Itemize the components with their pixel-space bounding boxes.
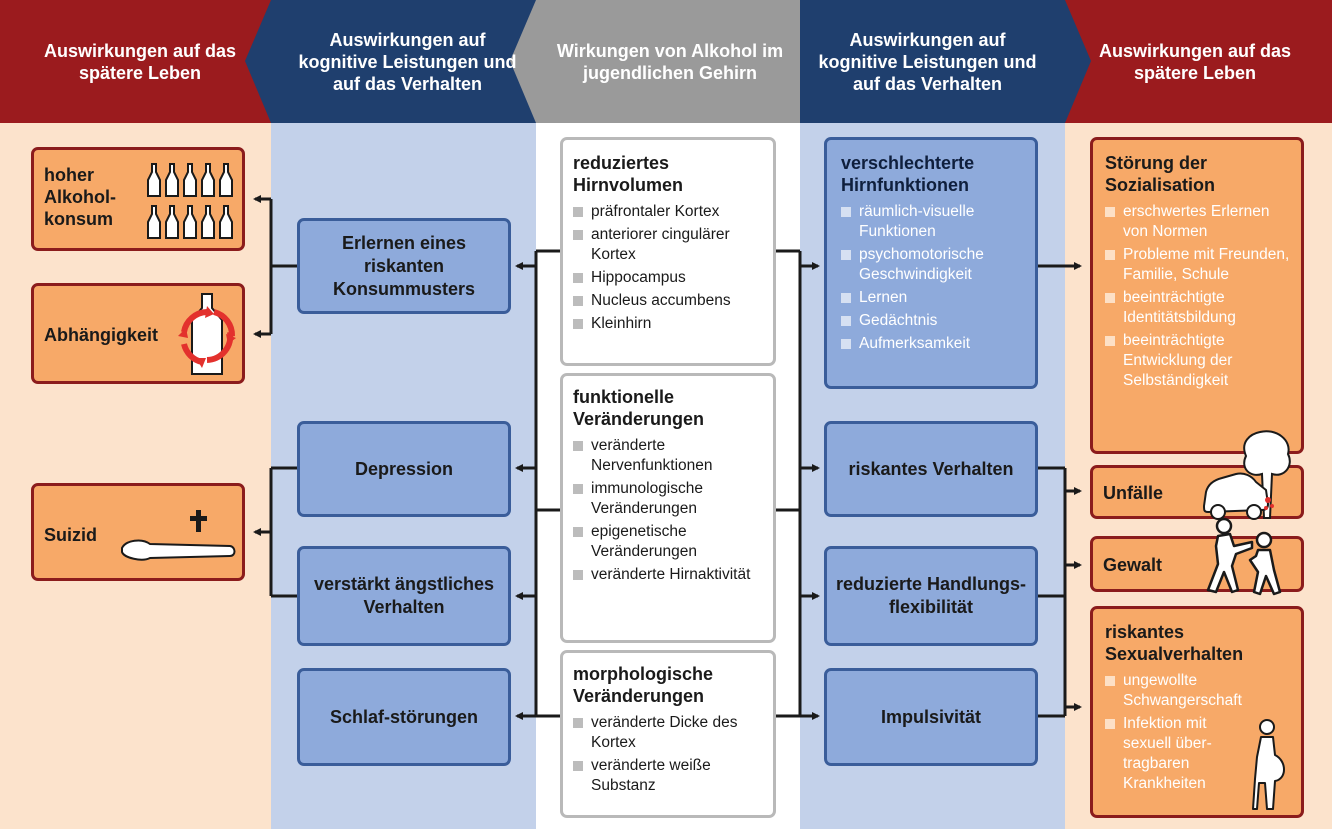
box-sexualverhalten: riskantes Sexualverhalten ungewollte Sch…: [1090, 606, 1304, 818]
header-left-inner: Auswirkungen auf kognitive Leistungen un…: [298, 29, 517, 94]
box-morphologisch: morphologische Veränderungen veränderte …: [560, 650, 776, 818]
header-right-inner: Auswirkungen auf kognitive Leistungen un…: [818, 29, 1037, 94]
col-left-outer-bg: [0, 0, 271, 829]
box-schlafstoerungen: Schlaf-störungen: [297, 668, 511, 766]
list-item: präfrontaler Kortex: [573, 202, 763, 222]
list-item: immunologische Veränderungen: [573, 479, 763, 519]
title-sexualverhalten: riskantes Sexualverhalten: [1105, 622, 1244, 664]
list-sexualverhalten: ungewollte Schwangerschaft Infektion mit…: [1105, 671, 1245, 794]
box-sozialisation: Störung der Sozialisation erschwertes Er…: [1090, 137, 1304, 454]
title-hirnfunktionen: verschlechterte Hirnfunktionen: [841, 153, 975, 195]
title-sozialisation: Störung der Sozialisation: [1105, 153, 1216, 195]
box-alkoholkonsum: hoher Alkohol-konsum: [31, 147, 245, 251]
bottles-icon: [147, 163, 233, 239]
box-handlungsflexibilitaet: reduzierte Handlungs-flexibilität: [824, 546, 1038, 646]
list-item: Infektion mit sexuell über-tragbaren Kra…: [1105, 714, 1245, 794]
list-item: erschwertes Erlernen von Normen: [1105, 202, 1291, 242]
list-item: beeinträchtigte Identitätsbildung: [1105, 288, 1291, 328]
list-item: Hippocampus: [573, 268, 763, 288]
list-hirnvolumen: präfrontaler Kortex anteriorer cinguläre…: [573, 202, 763, 334]
list-funktionell: veränderte Nervenfunktionen immunologisc…: [573, 436, 763, 585]
box-hirnfunktionen: verschlechterte Hirnfunktionen räumlich-…: [824, 137, 1038, 389]
list-item: Gedächtnis: [841, 311, 1025, 331]
header-band: [0, 0, 1332, 123]
list-sozialisation: erschwertes Erlernen von Normen Probleme…: [1105, 202, 1291, 391]
label-abhaengigkeit: Abhängigkeit: [44, 325, 159, 345]
list-item: Aufmerksamkeit: [841, 334, 1025, 354]
label-gewalt: Gewalt: [1103, 555, 1163, 575]
list-item: Kleinhirn: [573, 314, 763, 334]
car-tree-icon: [1202, 430, 1291, 520]
header-right-outer: Auswirkungen auf das spätere Leben: [1098, 40, 1292, 83]
list-item: veränderte Dicke des Kortex: [573, 713, 763, 753]
pregnant-woman-icon: [1252, 719, 1285, 810]
list-item: epigenetische Veränderungen: [573, 522, 763, 562]
list-item: veränderte Hirnaktivität: [573, 565, 763, 585]
box-konsummuster: Erlernen eines riskanten Konsummusters: [297, 218, 511, 314]
list-item: psychomotorische Geschwindigkeit: [841, 245, 1025, 285]
header-left-outer: Auswirkungen auf das spätere Leben: [43, 40, 237, 83]
box-riskantes-verhalten: riskantes Verhalten: [824, 421, 1038, 517]
list-item: beeinträchtigte Entwicklung der Selbstän…: [1105, 331, 1291, 391]
list-item: Lernen: [841, 288, 1025, 308]
lying-figure-icon: [121, 510, 236, 561]
box-depression: Depression: [297, 421, 511, 517]
list-hirnfunktionen: räumlich-visuelle Funktionen psychomotor…: [841, 202, 1025, 354]
list-morphologisch: veränderte Dicke des Kortex veränderte w…: [573, 713, 763, 796]
list-item: Nucleus accumbens: [573, 291, 763, 311]
header-center: Wirkungen von Alkohol im jugendlichen Ge…: [556, 40, 784, 83]
title-funktionell: funktionelle Veränderungen: [573, 387, 705, 429]
list-item: anteriorer cingulärer Kortex: [573, 225, 763, 265]
label-suizid: Suizid: [44, 525, 97, 545]
label-alkoholkonsum: hoher Alkohol-konsum: [44, 165, 116, 229]
list-item: Probleme mit Freunden, Familie, Schule: [1105, 245, 1291, 285]
addiction-cycle-icon: [178, 293, 236, 375]
box-abhaengigkeit: Abhängigkeit: [31, 283, 245, 384]
label-unfaelle: Unfälle: [1103, 483, 1164, 503]
box-suizid: Suizid: [31, 483, 245, 581]
list-item: ungewollte Schwangerschaft: [1105, 671, 1245, 711]
fighting-figures-icon: [1206, 517, 1282, 596]
box-aengstlich: verstärkt ängstliches Verhalten: [297, 546, 511, 646]
list-item: veränderte weiße Substanz: [573, 756, 763, 796]
box-hirnvolumen: reduziertes Hirnvolumen präfrontaler Kor…: [560, 137, 776, 366]
title-morphologisch: morphologische Veränderungen: [573, 664, 714, 706]
title-hirnvolumen: reduziertes Hirnvolumen: [573, 153, 684, 195]
list-item: veränderte Nervenfunktionen: [573, 436, 763, 476]
box-funktionell: funktionelle Veränderungen veränderte Ne…: [560, 373, 776, 643]
list-item: räumlich-visuelle Funktionen: [841, 202, 1025, 242]
box-impulsivitaet: Impulsivität: [824, 668, 1038, 766]
